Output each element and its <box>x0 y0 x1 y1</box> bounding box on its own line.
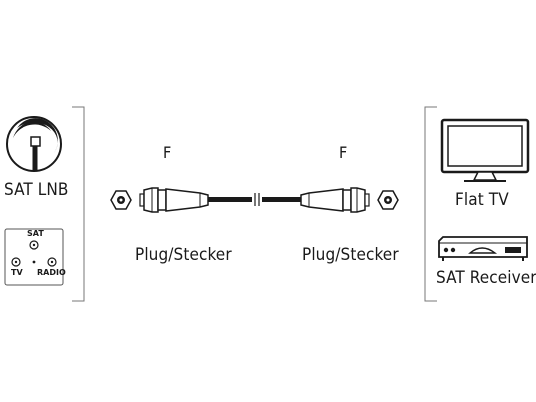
right-bracket <box>424 106 437 302</box>
socket-sat-label: SAT <box>27 229 44 238</box>
left-bracket <box>72 106 85 302</box>
sat-receiver-icon <box>438 236 528 261</box>
satellite-dish-icon <box>6 116 62 172</box>
f-cable-assembly <box>110 187 399 213</box>
sat-receiver-label: SAT Receiver <box>436 268 536 288</box>
left-plug-label: Plug/Stecker <box>135 245 232 265</box>
right-f-socket-icon <box>377 190 399 210</box>
left-f-label: F <box>163 143 172 162</box>
left-f-socket-icon <box>110 190 132 210</box>
right-f-plug-icon <box>300 187 370 213</box>
left-f-plug-icon <box>139 187 209 213</box>
sat-lnb-label: SAT LNB <box>4 180 69 200</box>
socket-radio-label: RADIO <box>37 268 66 277</box>
right-plug-label: Plug/Stecker <box>302 245 399 265</box>
socket-tv-label: TV <box>11 268 23 277</box>
right-f-label: F <box>339 143 348 162</box>
flat-tv-label: Flat TV <box>455 190 509 210</box>
coax-cable <box>208 193 301 206</box>
flat-tv-icon <box>440 118 530 182</box>
wall-socket-icon <box>4 228 64 286</box>
